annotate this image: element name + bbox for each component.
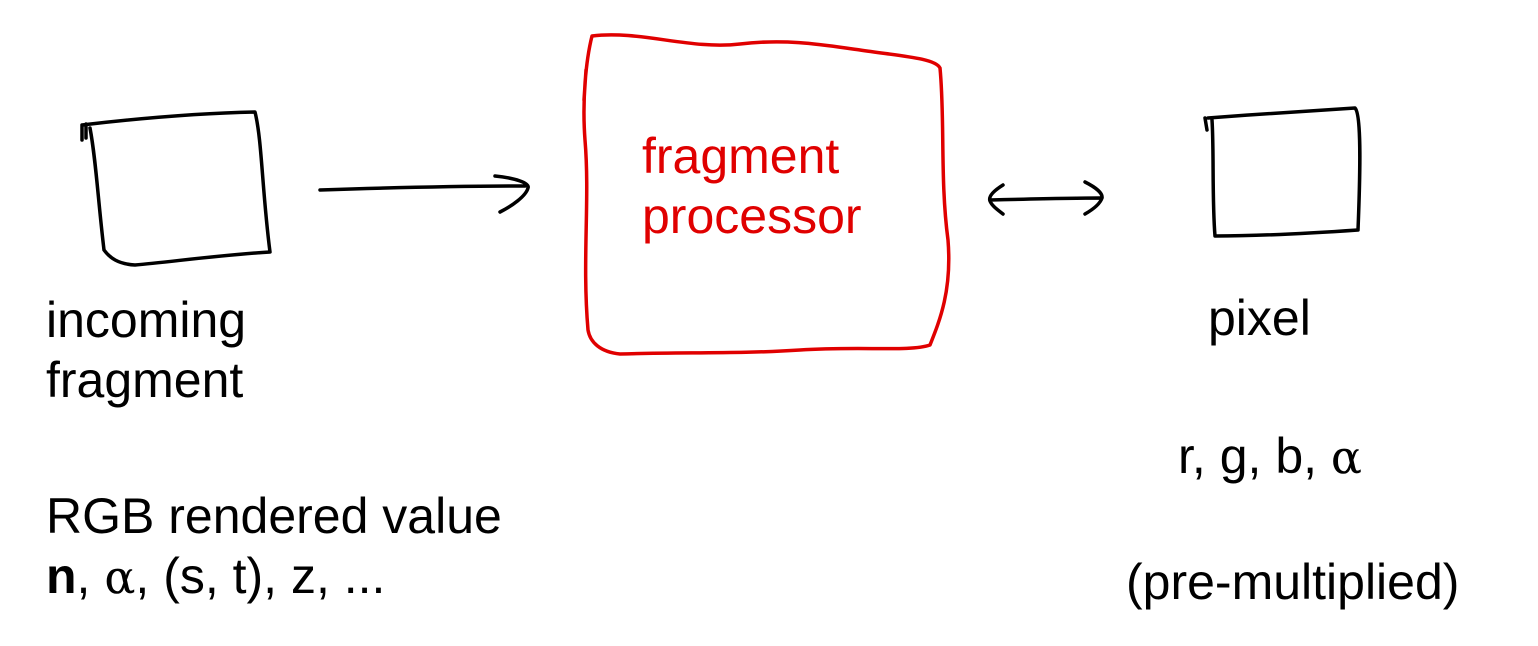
fragment-attributes: RGB rendered value n, α, (s, t), z, ... xyxy=(46,486,502,607)
pixel-channels: r, g, b, α xyxy=(1178,426,1362,487)
processor-label-line1: fragment xyxy=(642,128,840,184)
attribute-rest: , (s, t), z, ... xyxy=(135,548,386,604)
arrow-processor-pixel-bidirectional xyxy=(987,180,1104,216)
channel-separator: , xyxy=(1191,428,1220,484)
attribute-alpha: α xyxy=(104,550,136,604)
attributes-line1: RGB rendered value xyxy=(46,488,502,544)
processor-label-line2: processor xyxy=(642,188,862,244)
fragment-processor-label: fragment processor xyxy=(642,126,862,246)
channel-g: g xyxy=(1219,428,1248,484)
channel-r: r xyxy=(1178,428,1192,484)
channel-b: b xyxy=(1275,428,1304,484)
channel-separator: , xyxy=(1303,428,1331,484)
channel-separator: , xyxy=(1247,428,1276,484)
attribute-normal: n xyxy=(46,548,77,604)
pixel-premultiplied-note: (pre-multiplied) xyxy=(1126,554,1460,610)
attribute-separator: , xyxy=(76,548,105,604)
attributes-line2: n, α, (s, t), z, ... xyxy=(46,546,502,607)
incoming-fragment-label: incoming fragment xyxy=(46,290,246,410)
incoming-label-line2: fragment xyxy=(46,352,244,408)
pixel-label: pixel xyxy=(1208,290,1311,346)
channel-alpha: α xyxy=(1330,430,1362,484)
arrow-incoming-to-processor xyxy=(318,174,530,214)
fragment-processor-box xyxy=(582,33,951,356)
incoming-fragment-box xyxy=(80,110,272,267)
incoming-label-line1: incoming xyxy=(46,292,247,348)
pixel-box xyxy=(1203,106,1362,238)
